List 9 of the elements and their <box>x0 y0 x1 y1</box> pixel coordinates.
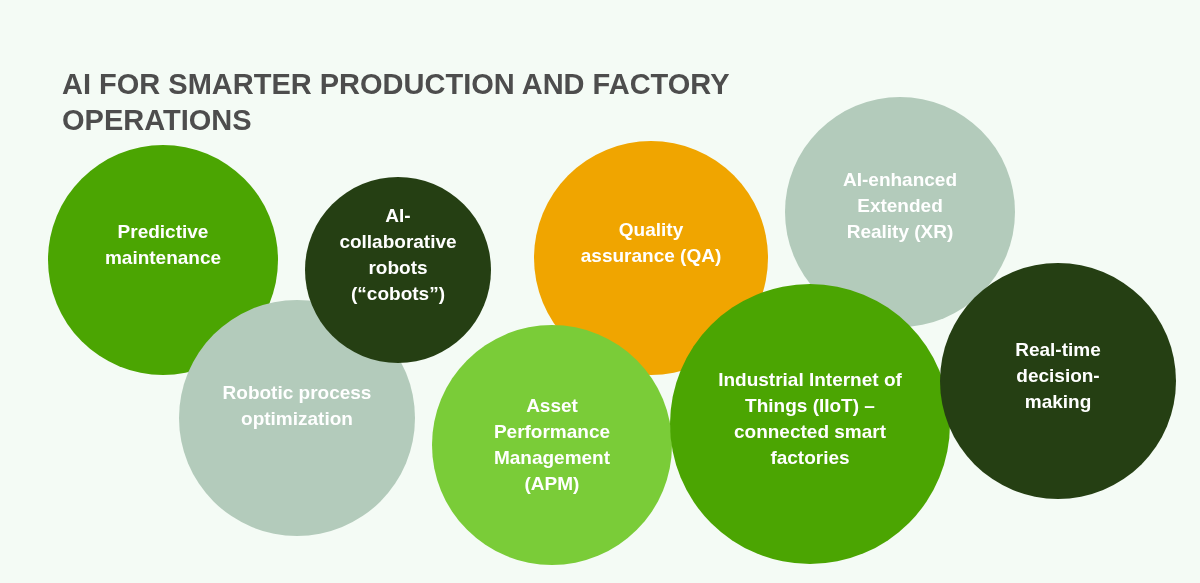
topic-label: Predictive maintenance <box>103 220 223 270</box>
topic-label: Quality assurance (QA) <box>579 218 723 268</box>
topic-label: AI-enhanced Extended Reality (XR) <box>842 168 958 244</box>
topic-label: Robotic process optimization <box>222 381 372 431</box>
topic-label: Real-time decision-making <box>1014 338 1102 414</box>
title: AI FOR SMARTER PRODUCTION AND FACTORY OPERATIONS <box>62 67 730 138</box>
topic-label: Industrial Internet of Things (IIoT) – connected smart factories <box>717 368 903 470</box>
topic-label: AI-collaborative robots (“cobots”) <box>338 204 458 306</box>
topic-label: Asset Performance Management (APM) <box>492 394 612 496</box>
